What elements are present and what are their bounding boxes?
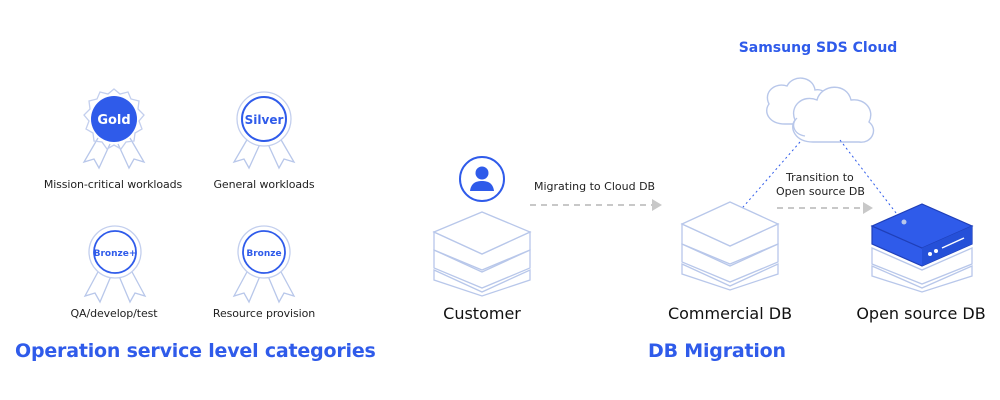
open-source-db-server-icon bbox=[870, 203, 974, 293]
migrating-label: Migrating to Cloud DB bbox=[534, 180, 656, 193]
bronze-plus-tier-text: Bronze+ bbox=[94, 249, 137, 259]
transition-label-line2: Open source DB bbox=[776, 185, 865, 198]
right-section-title: DB Migration bbox=[648, 340, 786, 362]
left-section-title: Operation service level categories bbox=[15, 340, 376, 362]
gold-caption: Mission-critical workloads bbox=[43, 178, 183, 191]
commercial-db-label: Commercial DB bbox=[667, 304, 793, 323]
bronze-tier-text: Bronze bbox=[246, 249, 281, 259]
gold-badge-icon: Gold bbox=[82, 88, 146, 170]
gold-tier-text: Gold bbox=[97, 113, 130, 128]
cloud-icon bbox=[766, 77, 875, 143]
commercial-db-server-icon bbox=[680, 201, 780, 291]
bronze-caption: Resource provision bbox=[212, 307, 316, 320]
bronze-badge-icon: Bronze bbox=[232, 225, 296, 304]
silver-tier-text: Silver bbox=[245, 113, 284, 127]
bronze-plus-caption: QA/develop/test bbox=[70, 307, 158, 320]
customer-label: Customer bbox=[443, 304, 521, 323]
migrating-arrow bbox=[530, 199, 662, 211]
user-avatar-icon bbox=[459, 156, 505, 202]
silver-badge-icon: Silver bbox=[232, 91, 296, 170]
transition-arrow bbox=[777, 202, 873, 214]
bronze-plus-badge-icon: Bronze+ bbox=[83, 225, 147, 304]
silver-caption: General workloads bbox=[213, 178, 315, 191]
customer-server-icon bbox=[432, 211, 532, 297]
open-source-db-label: Open source DB bbox=[856, 304, 986, 323]
cloud-title: Samsung SDS Cloud bbox=[738, 40, 898, 56]
transition-label-line1: Transition to bbox=[786, 171, 854, 184]
